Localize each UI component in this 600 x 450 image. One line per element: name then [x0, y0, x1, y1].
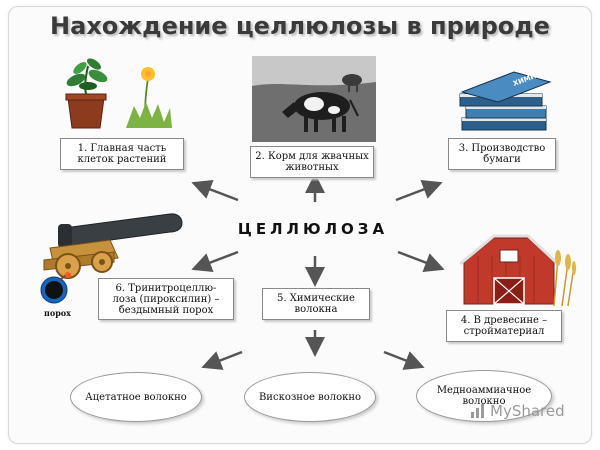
- box-animal-feed-line1: 2. Корм для жвачных: [255, 151, 369, 162]
- arrow-to-acetate: [201, 350, 243, 370]
- oval-acetate-text: Ацетатное волокно: [85, 391, 187, 403]
- cannon-icon: [43, 213, 183, 279]
- dandelion-icon: [126, 67, 172, 128]
- arrow-to-powder: [191, 250, 239, 273]
- watermark: MyShared: [470, 398, 580, 424]
- box-nitrocellulose: 6. Тринитроцеллю- лоза (пироксилин) – бе…: [98, 278, 234, 320]
- box-chemical-fibers-line1: 5. Химические: [277, 293, 355, 304]
- box-nitrocellulose-line2: лоза (пироксилин) –: [112, 293, 220, 305]
- box-animal-feed-line2: животных: [285, 162, 339, 173]
- box-wood: 4. В древесине – стройматериал: [446, 310, 562, 342]
- center-label: ЦЕЛЛЮЛОЗА: [237, 220, 389, 238]
- watermark-text: MyShared: [490, 402, 565, 420]
- box-paper: 3. Производство бумаги: [448, 138, 556, 170]
- arrow-to-wood: [397, 250, 445, 273]
- arrow-to-plants: [191, 179, 239, 202]
- box-wood-line1: 4. В древесине –: [460, 315, 548, 326]
- box-wood-line2: стройматериал: [463, 326, 545, 337]
- box-nitrocellulose-line1: 6. Тринитроцеллю-: [115, 282, 217, 294]
- books-icon: ХИМИЯ: [459, 70, 552, 131]
- slide-title: Нахождение целлюлозы в природе: [50, 12, 550, 40]
- box-plant-cells: 1. Главная часть клеток растений: [60, 138, 184, 170]
- box-paper-line1: 3. Производство: [458, 143, 546, 154]
- bomb-icon: [40, 272, 71, 304]
- oval-acetate: Ацетатное волокно: [70, 372, 202, 422]
- barn-icon: [459, 234, 576, 307]
- oval-copper-ammonia-line1: Медноаммиачное: [436, 385, 532, 396]
- box-nitrocellulose-line3: бездымный порох: [118, 304, 214, 316]
- powder-label: порох: [44, 308, 71, 318]
- cow-photo-icon: [252, 56, 376, 142]
- box-chemical-fibers: 5. Химические волокна: [262, 288, 370, 320]
- arrow-to-paper: [395, 179, 443, 202]
- oval-copper-ammonia-line2: волокно: [462, 396, 506, 407]
- box-chemical-fibers-line2: волокна: [294, 304, 338, 315]
- oval-viscose: Вискозное волокно: [244, 372, 376, 422]
- box-plant-cells-line2: клеток растений: [77, 154, 167, 165]
- myshared-logo-icon: [471, 404, 484, 418]
- plant-pot-icon: [65, 58, 172, 129]
- box-plant-cells-line1: 1. Главная часть: [77, 143, 167, 154]
- box-paper-line2: бумаги: [483, 154, 521, 165]
- box-animal-feed: 2. Корм для жвачных животных: [250, 146, 374, 178]
- oval-viscose-text: Вискозное волокно: [258, 391, 362, 403]
- arrow-to-copper: [383, 350, 425, 370]
- wheat-icon: [553, 250, 576, 307]
